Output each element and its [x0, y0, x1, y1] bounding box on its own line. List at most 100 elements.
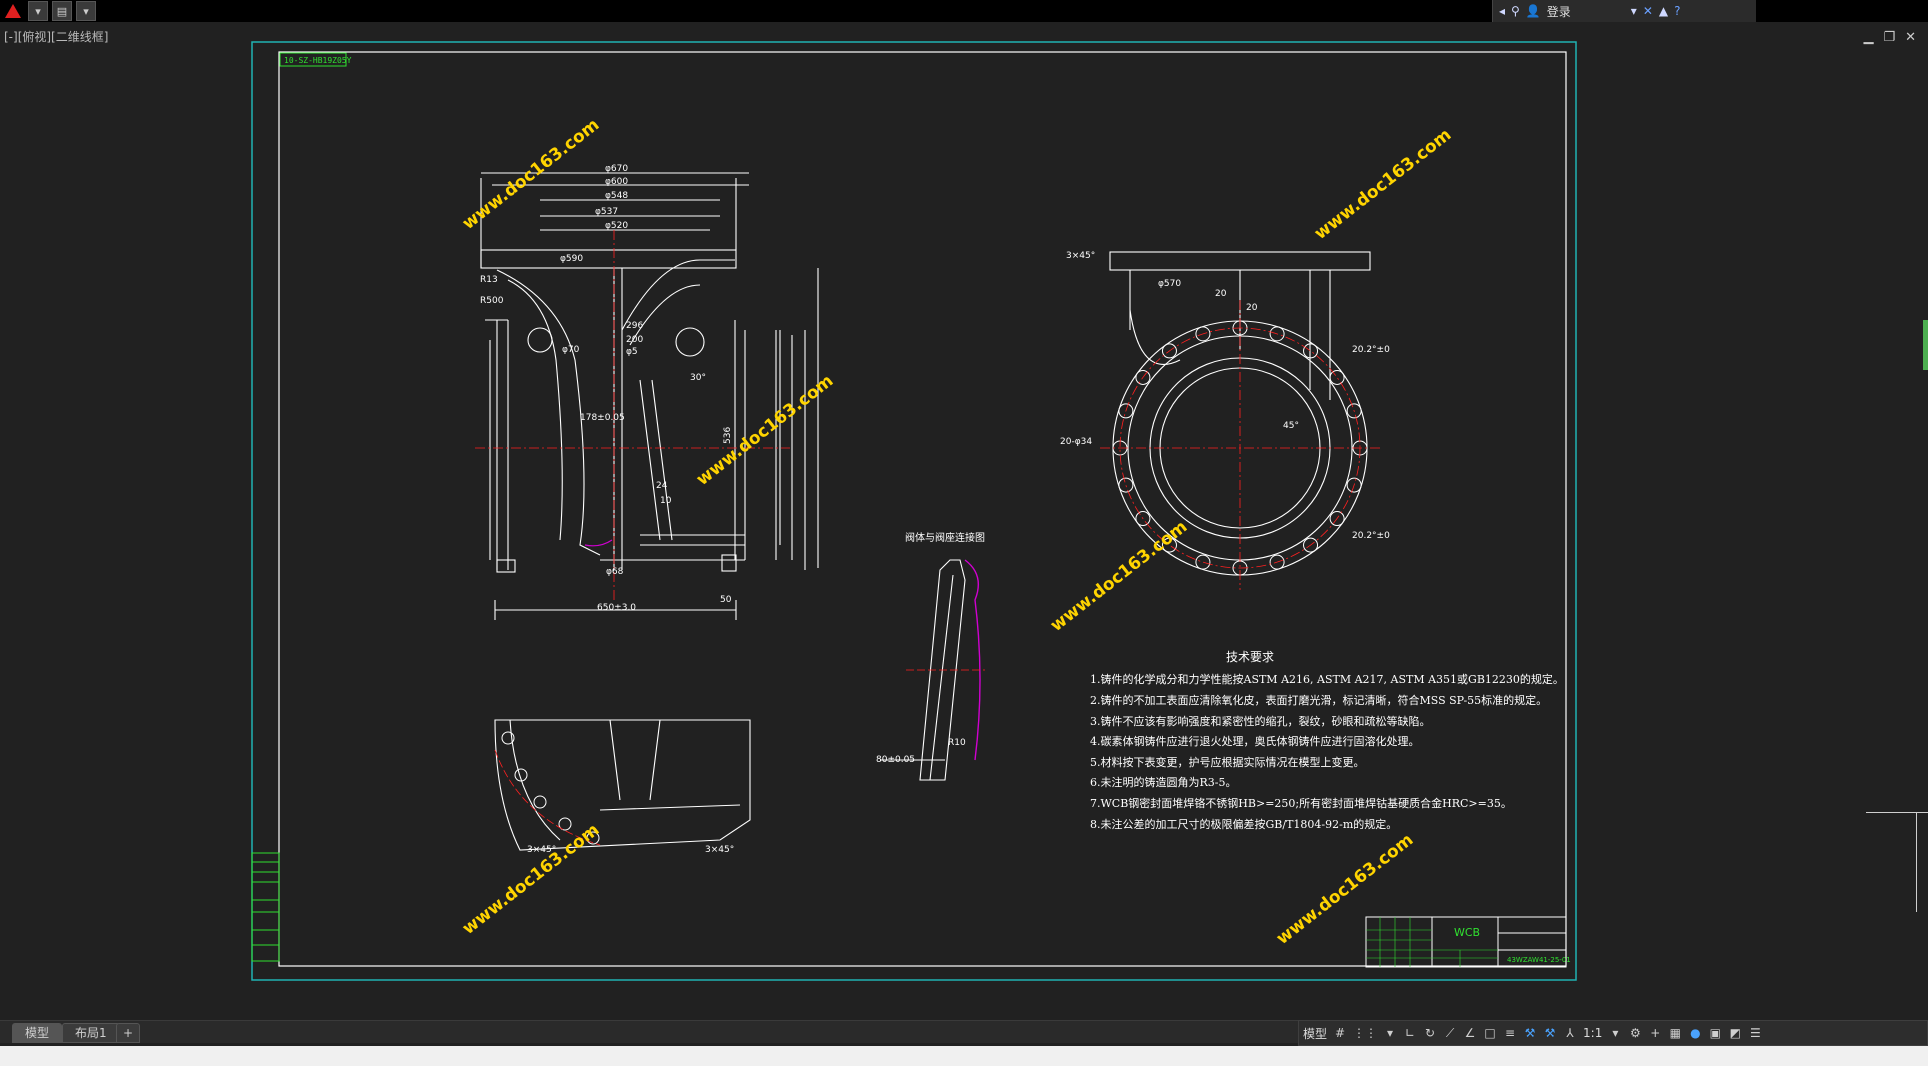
bolt-hole: [1303, 537, 1319, 553]
detail-dim-80: 80±0.05: [876, 755, 915, 765]
title-block-grid: [1366, 917, 1498, 967]
watermark: www.doc163.com: [693, 371, 838, 490]
minimize-icon[interactable]: ▁: [1863, 30, 1874, 45]
arrow-left-icon[interactable]: ◂: [1499, 4, 1506, 18]
svg-text:200: 200: [626, 335, 643, 345]
hardware-accel-icon[interactable]: ▣: [1709, 1026, 1721, 1040]
svg-text:φ570: φ570: [1158, 279, 1181, 289]
restore-icon[interactable]: ❐: [1883, 30, 1896, 45]
isodraft-icon[interactable]: ⟋: [1445, 1025, 1455, 1040]
svg-text:3×45°: 3×45°: [1066, 251, 1095, 261]
svg-text:φ670: φ670: [605, 164, 628, 174]
watermark: www.doc163.com: [459, 820, 604, 939]
connection-detail-title: 阀体与阀座连接图: [905, 531, 985, 544]
tab-layout1[interactable]: 布局1: [62, 1023, 120, 1043]
bottom-strip: [0, 1046, 1928, 1066]
paper-frame-outer: [251, 41, 1577, 981]
annotation-visibility-icon[interactable]: ⚒: [1544, 1026, 1556, 1040]
document-icon[interactable]: ▤: [52, 1, 72, 21]
a360-icon[interactable]: ▲: [1658, 4, 1669, 18]
tab-add[interactable]: +: [116, 1023, 141, 1043]
signin-label[interactable]: 登录: [1546, 4, 1571, 19]
bolt-hole: [1161, 343, 1177, 359]
svg-text:20: 20: [1246, 303, 1258, 313]
revision-blocks: [251, 852, 280, 962]
viewport-controls[interactable]: [-][俯视][二维线框]: [4, 30, 109, 44]
isolate-icon[interactable]: ●: [1690, 1026, 1701, 1040]
window-controls: ▁ ❐ ✕: [1863, 30, 1916, 45]
osnap-icon[interactable]: ∠: [1464, 1026, 1476, 1040]
clean-screen-icon[interactable]: ◩: [1729, 1026, 1741, 1040]
bolt-hole: [1303, 343, 1319, 359]
bolt-hole: [1195, 554, 1211, 570]
model-space-label[interactable]: 模型: [1303, 1026, 1328, 1041]
close-icon[interactable]: ✕: [1905, 30, 1916, 45]
svg-text:30°: 30°: [690, 373, 706, 383]
scroll-indicator[interactable]: [1923, 320, 1928, 370]
annotation-scale-icon[interactable]: ⚒: [1524, 1026, 1536, 1040]
customize-menu-icon[interactable]: ☰: [1749, 1026, 1761, 1040]
menu-dropdown-icon[interactable]: ▾: [28, 1, 48, 21]
bottom-dim-2: 3×45°: [705, 845, 734, 855]
snap-icon[interactable]: ⋮⋮: [1353, 1026, 1378, 1040]
svg-text:45°: 45°: [1283, 421, 1299, 431]
bolt-hole: [1161, 537, 1177, 553]
bolt-hole: [1346, 477, 1362, 493]
svg-text:R500: R500: [480, 296, 504, 306]
app-logo-icon[interactable]: [2, 1, 24, 21]
tech-item: 2.铸件的不加工表面应清除氧化皮，表面打磨光滑，标记清晰，符合MSS SP-55…: [1090, 693, 1547, 707]
svg-text:20-φ34: 20-φ34: [1060, 437, 1092, 447]
front-centerlines: [475, 230, 790, 600]
scale-label[interactable]: 1:1: [1583, 1026, 1603, 1040]
binoculars-icon[interactable]: ⚲: [1511, 4, 1520, 18]
tech-items: 1.铸件的化学成分和力学性能按ASTM A216, ASTM A217, AST…: [1090, 672, 1564, 831]
svg-text:φ68: φ68: [606, 567, 624, 577]
user-icon[interactable]: 👤: [1525, 4, 1541, 18]
svg-text:φ520: φ520: [605, 221, 628, 231]
quick-access-toolbar: ▾ ▤ ▾: [0, 0, 96, 22]
tech-item: 7.WCB钢密封面堆焊铬不锈钢HB>=250;所有密封面堆焊钴基硬质合金HRC>…: [1090, 796, 1512, 810]
bottom-bolt-holes: [501, 731, 600, 845]
polar-icon[interactable]: ↻: [1424, 1026, 1436, 1040]
connection-detail: [880, 559, 966, 781]
ortho-icon[interactable]: ∟: [1404, 1026, 1416, 1040]
grid-icon[interactable]: #: [1334, 1026, 1346, 1040]
front-section-view: [480, 172, 819, 620]
svg-text:650±3.0: 650±3.0: [597, 603, 636, 613]
title-block: [1365, 916, 1567, 968]
bolt-hole: [1135, 369, 1151, 385]
tech-item: 3.铸件不应该有影响强度和紧密性的缩孔，裂纹，砂眼和疏松等缺陷。: [1090, 714, 1431, 728]
exchange-icon[interactable]: ✕: [1642, 4, 1653, 18]
plus-icon[interactable]: +: [1650, 1026, 1661, 1040]
svg-text:20.2°±0: 20.2°±0: [1352, 531, 1390, 541]
drawing-canvas[interactable]: 10-SZ-HB19Z05Y: [0, 38, 1928, 1018]
qa-dropdown-icon[interactable]: ▾: [76, 1, 96, 21]
cursor-crosshair: [1866, 812, 1928, 813]
tech-item: 5.材料按下表变更，护号应根据实际情况在模型上变更。: [1090, 755, 1365, 769]
connection-magenta-profile: [964, 559, 981, 761]
annotate-icon[interactable]: □: [1484, 1026, 1496, 1040]
title-bar: ▾ ▤ ▾ ◂ ⚲ 👤 登录 ▾ ✕ ▲ ?: [0, 0, 1928, 22]
auto-scale-icon[interactable]: ⅄: [1566, 1026, 1574, 1040]
front-dimensions: φ670 φ600 φ548 φ537 φ520 φ590 R500 φ70 R…: [480, 164, 733, 613]
svg-text:10: 10: [660, 496, 672, 506]
watermark: www.doc163.com: [1273, 830, 1418, 949]
material-label: WCB: [1454, 926, 1480, 939]
front-magenta-edge: [584, 539, 613, 547]
svg-text:24: 24: [656, 481, 668, 491]
svg-text:φ548: φ548: [605, 191, 628, 201]
svg-text:φ537: φ537: [595, 207, 618, 217]
help-icon[interactable]: ?: [1674, 4, 1681, 18]
watermark: www.doc163.com: [1311, 125, 1456, 244]
units-icon[interactable]: ▦: [1669, 1026, 1681, 1040]
lineweight-icon[interactable]: ≡: [1504, 1026, 1516, 1040]
signin-dropdown-icon[interactable]: ▾: [1630, 4, 1637, 18]
snap-dropdown-icon[interactable]: ▾: [1387, 1026, 1394, 1040]
detail-dim-r10: R10: [948, 738, 966, 748]
tab-model[interactable]: 模型: [12, 1023, 63, 1043]
workspace-gear-icon[interactable]: ⚙: [1629, 1026, 1641, 1040]
svg-text:φ600: φ600: [605, 177, 628, 187]
svg-text:296: 296: [626, 321, 643, 331]
scale-dropdown-icon[interactable]: ▾: [1612, 1026, 1619, 1040]
svg-text:φ590: φ590: [560, 254, 583, 264]
